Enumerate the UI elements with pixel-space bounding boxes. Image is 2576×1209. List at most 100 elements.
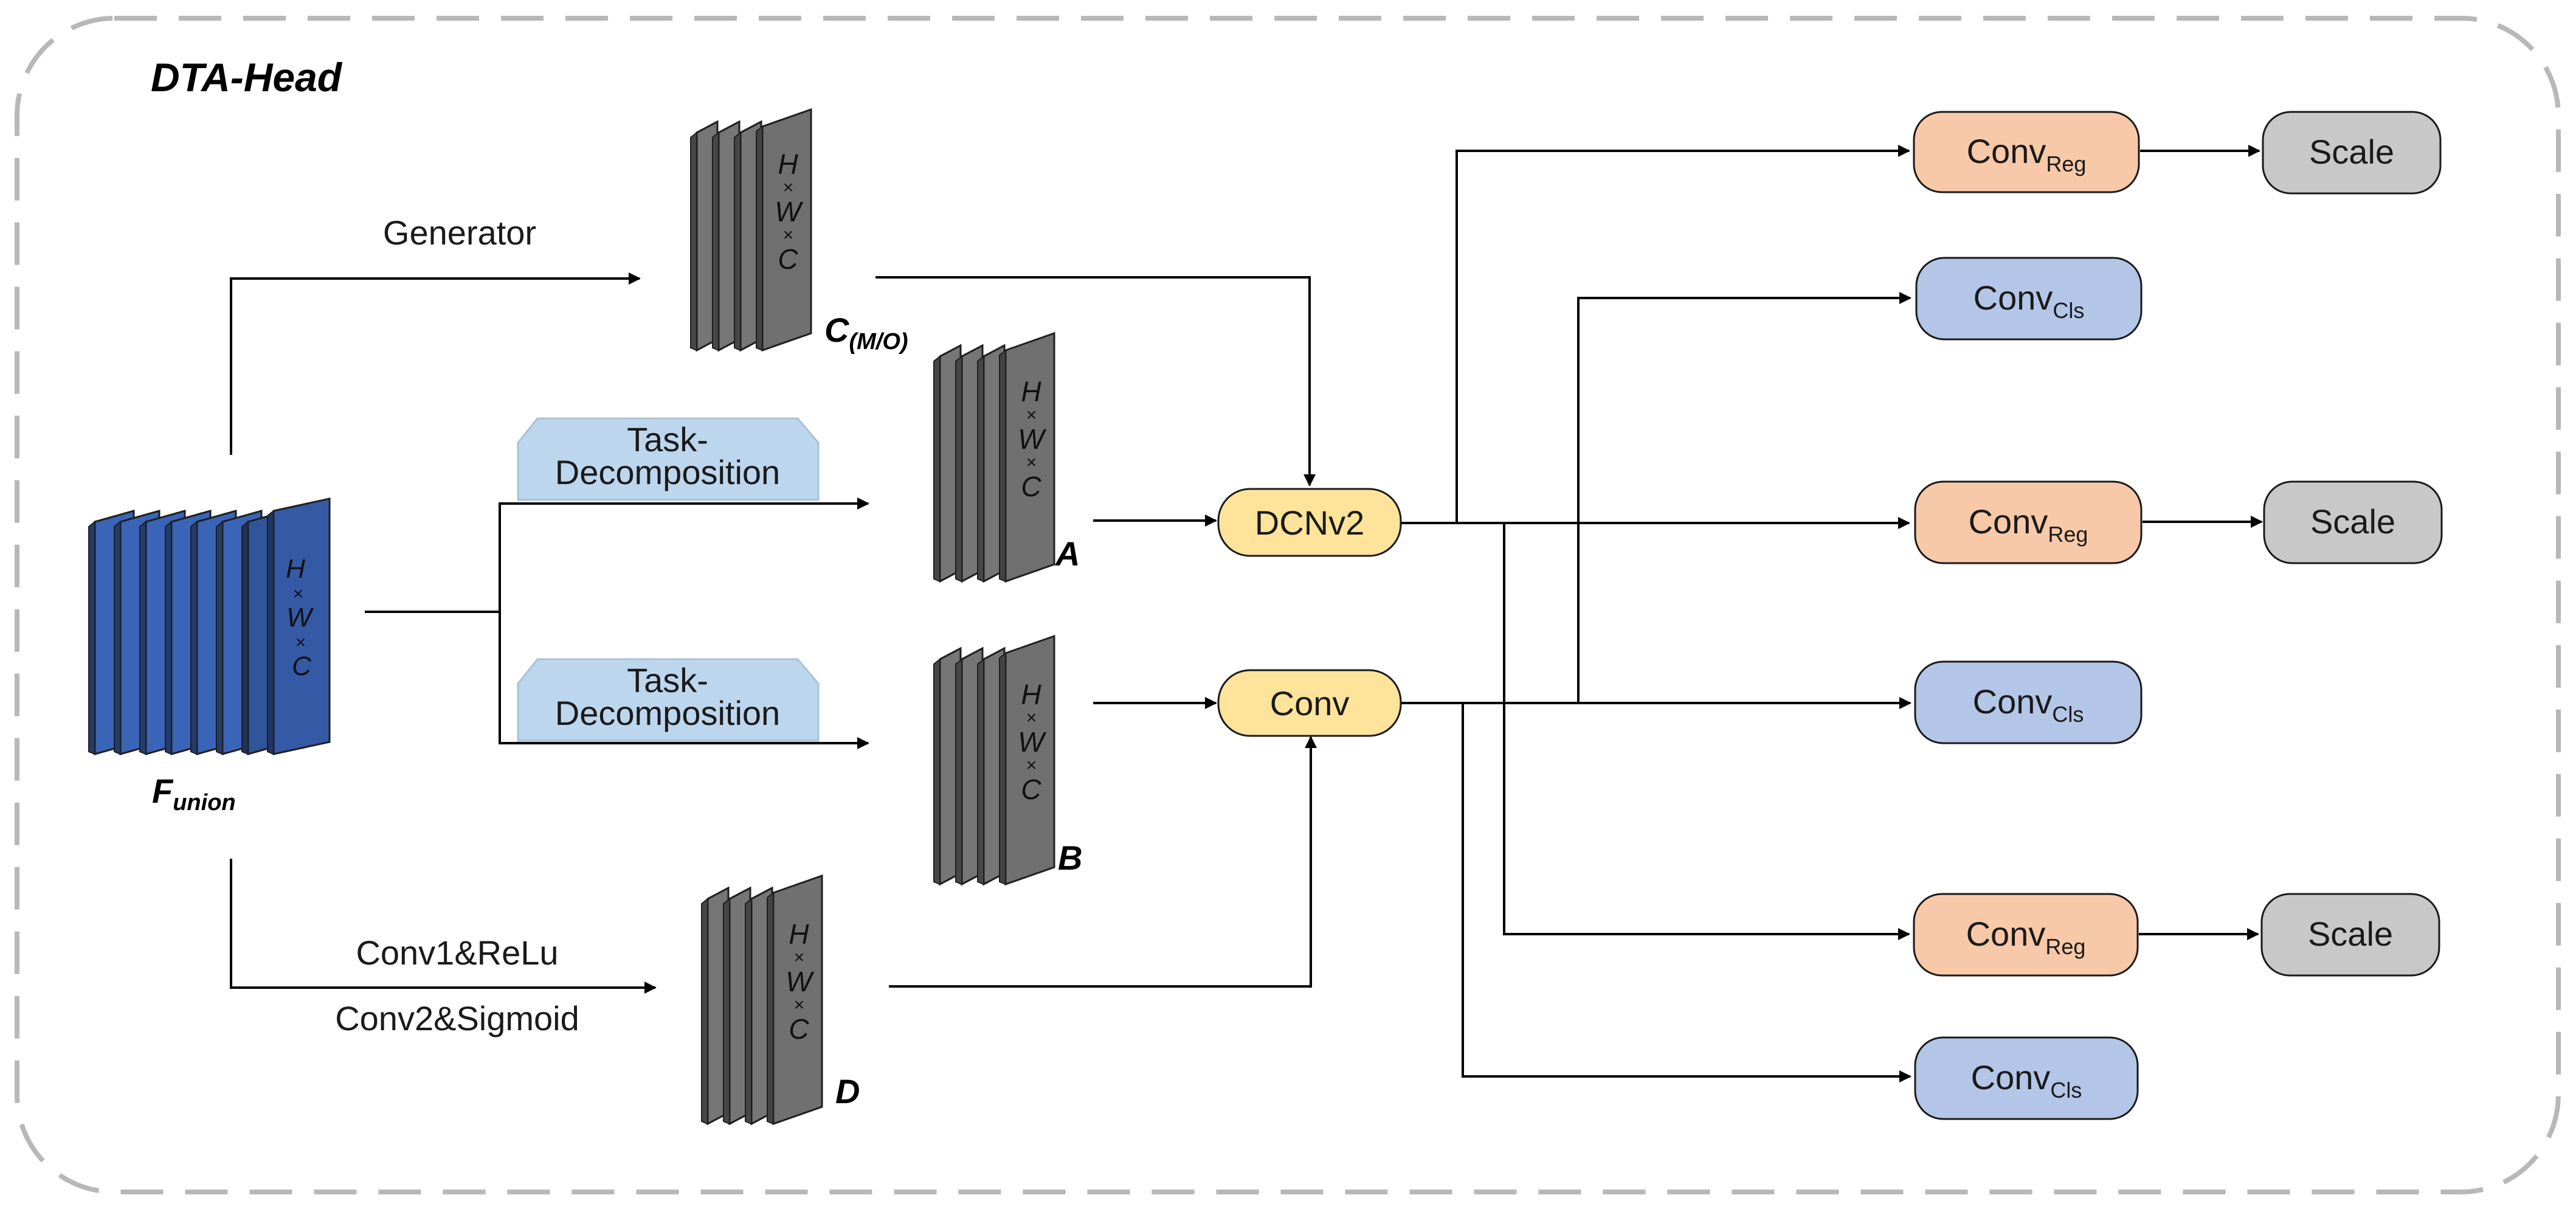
a-dim-c: C xyxy=(1021,471,1041,502)
c-mo-dim-c: C xyxy=(778,243,798,275)
cls-head-2-label-main: Conv xyxy=(1973,682,2053,721)
scale-1-label-main: Scale xyxy=(2309,133,2394,171)
cls-head-1-label: ConvCls xyxy=(1973,279,2085,323)
scale-3: Scale xyxy=(2260,893,2440,977)
c-mo-dim-h: H xyxy=(778,148,798,180)
scale-3-label-main: Scale xyxy=(2308,915,2393,953)
d-dim-x2: × xyxy=(793,995,804,1015)
b-dim-x2: × xyxy=(1026,755,1037,775)
b-dim-w: W xyxy=(1018,726,1047,758)
f-union-label: Funion xyxy=(152,772,236,816)
d-front-face xyxy=(767,874,823,1126)
f-union-label-main: F xyxy=(152,772,174,810)
c-mo-dim-x1: × xyxy=(782,178,793,198)
task-decomposition-2: Task- Decomposition xyxy=(517,658,820,742)
reg-head-1-label-sub: Reg xyxy=(2046,151,2086,176)
cls-head-3-label-main: Conv xyxy=(1971,1058,2051,1096)
reg-head-1-label-main: Conv xyxy=(1967,132,2046,170)
a-dim-x1: × xyxy=(1026,405,1037,425)
a-dim-w: W xyxy=(1018,423,1047,455)
c-mo-tensor: H×W×C xyxy=(690,108,812,352)
cls-head-1-label-sub: Cls xyxy=(2053,298,2084,323)
edge-c-dcnv2 xyxy=(875,276,1316,487)
edge-conv-cls3 xyxy=(1462,703,1911,1083)
f-union-dim-c: C xyxy=(292,651,312,681)
c-mo-label-main: C xyxy=(824,311,850,349)
d-dim-c: C xyxy=(789,1013,809,1045)
c-mo-front-face xyxy=(756,108,812,352)
b-dim-h: H xyxy=(1021,679,1041,710)
a-label: A xyxy=(1054,535,1080,573)
cls-head-3: ConvCls xyxy=(1914,1036,2139,1120)
d-tensor: H×W×C xyxy=(701,874,823,1126)
c-mo-dim-x2: × xyxy=(782,225,793,245)
reg-head-3-label-sub: Reg xyxy=(2045,934,2085,959)
scale-1: Scale xyxy=(2262,111,2442,195)
task-decomposition-1-line1: Task- xyxy=(627,420,708,459)
task-decomposition-2-line2: Decomposition xyxy=(555,694,780,732)
b-dim-x1: × xyxy=(1026,708,1037,728)
cls-head-1: ConvCls xyxy=(1915,257,2143,341)
frame-title: DTA-Head xyxy=(151,55,343,100)
b-tensor: H×W×C xyxy=(933,634,1055,886)
f-union-dim-x2: × xyxy=(295,632,306,653)
scale-3-label: Scale xyxy=(2308,915,2393,953)
edge-funion-generator xyxy=(230,272,641,455)
b-dim-c: C xyxy=(1021,774,1041,805)
task-decomposition-1-line2: Decomposition xyxy=(555,453,780,491)
generator-label: Generator xyxy=(383,213,536,252)
scale-2-label-main: Scale xyxy=(2310,502,2395,541)
a-dim-h: H xyxy=(1021,376,1041,407)
conv-node: Conv xyxy=(1217,669,1402,737)
d-label: D xyxy=(835,1072,860,1110)
d-dim-w: W xyxy=(786,966,815,997)
edge-conv-cls1 xyxy=(1577,292,1911,703)
c-mo-label: C(M/O) xyxy=(824,311,908,355)
dcnv2-node: DCNv2 xyxy=(1217,488,1402,557)
f-union-label-sub: union xyxy=(173,790,235,816)
b-label: B xyxy=(1058,839,1082,877)
d-dim-h: H xyxy=(789,918,809,950)
reg-head-3-label: ConvReg xyxy=(1966,915,2086,959)
reg-head-2-label: ConvReg xyxy=(1969,502,2088,547)
connectors xyxy=(230,145,2263,1083)
cls-head-2-label-sub: Cls xyxy=(2052,702,2084,727)
f-union-dim-x1: × xyxy=(292,584,303,604)
edge-dcnv2-reg3 xyxy=(1503,523,1910,940)
task-decomposition-1: Task- Decomposition xyxy=(517,417,820,501)
cls-head-3-label: ConvCls xyxy=(1971,1058,2082,1103)
a-front-face xyxy=(999,331,1055,583)
a-dim-x2: × xyxy=(1026,452,1037,473)
f-union-dim-h: H xyxy=(286,554,305,584)
reg-head-1-label: ConvReg xyxy=(1967,132,2087,176)
reg-head-2-label-main: Conv xyxy=(1969,502,2048,541)
scale-2: Scale xyxy=(2263,480,2443,564)
reg-head-1: ConvReg xyxy=(1913,111,2140,193)
edge-funion-d xyxy=(230,859,657,994)
dcnv2-label: DCNv2 xyxy=(1255,504,1364,542)
cls-head-1-label-main: Conv xyxy=(1973,279,2053,317)
reg-head-3: ConvReg xyxy=(1913,893,2139,977)
cls-head-2-label: ConvCls xyxy=(1973,682,2084,727)
cls-head-2: ConvCls xyxy=(1914,660,2143,744)
cls-head-3-label-sub: Cls xyxy=(2050,1078,2082,1103)
scale-2-label: Scale xyxy=(2310,502,2395,541)
scale-1-label: Scale xyxy=(2309,133,2394,171)
c-mo-label-sub: (M/O) xyxy=(849,329,908,355)
conv2-sigmoid-label: Conv2&Sigmoid xyxy=(335,999,579,1038)
b-front-face xyxy=(999,634,1055,886)
reg-head-3-label-main: Conv xyxy=(1966,915,2046,953)
c-mo-dim-w: W xyxy=(775,196,804,227)
reg-head-2: ConvReg xyxy=(1914,480,2143,564)
reg-head-2-label-sub: Reg xyxy=(2048,522,2088,547)
dta-head-frame xyxy=(15,16,2561,1194)
a-tensor: H×W×C xyxy=(933,331,1055,583)
f-union-front-face xyxy=(267,497,331,755)
f-union-tensor: H × W × C xyxy=(88,497,331,755)
d-dim-x1: × xyxy=(793,947,804,968)
conv1-relu-label: Conv1&ReLu xyxy=(356,934,558,972)
conv-label: Conv xyxy=(1270,684,1350,722)
f-union-dim-w: W xyxy=(286,603,314,632)
edge-dcnv2-reg1 xyxy=(1401,145,1910,524)
task-decomposition-2-line1: Task- xyxy=(627,661,708,699)
